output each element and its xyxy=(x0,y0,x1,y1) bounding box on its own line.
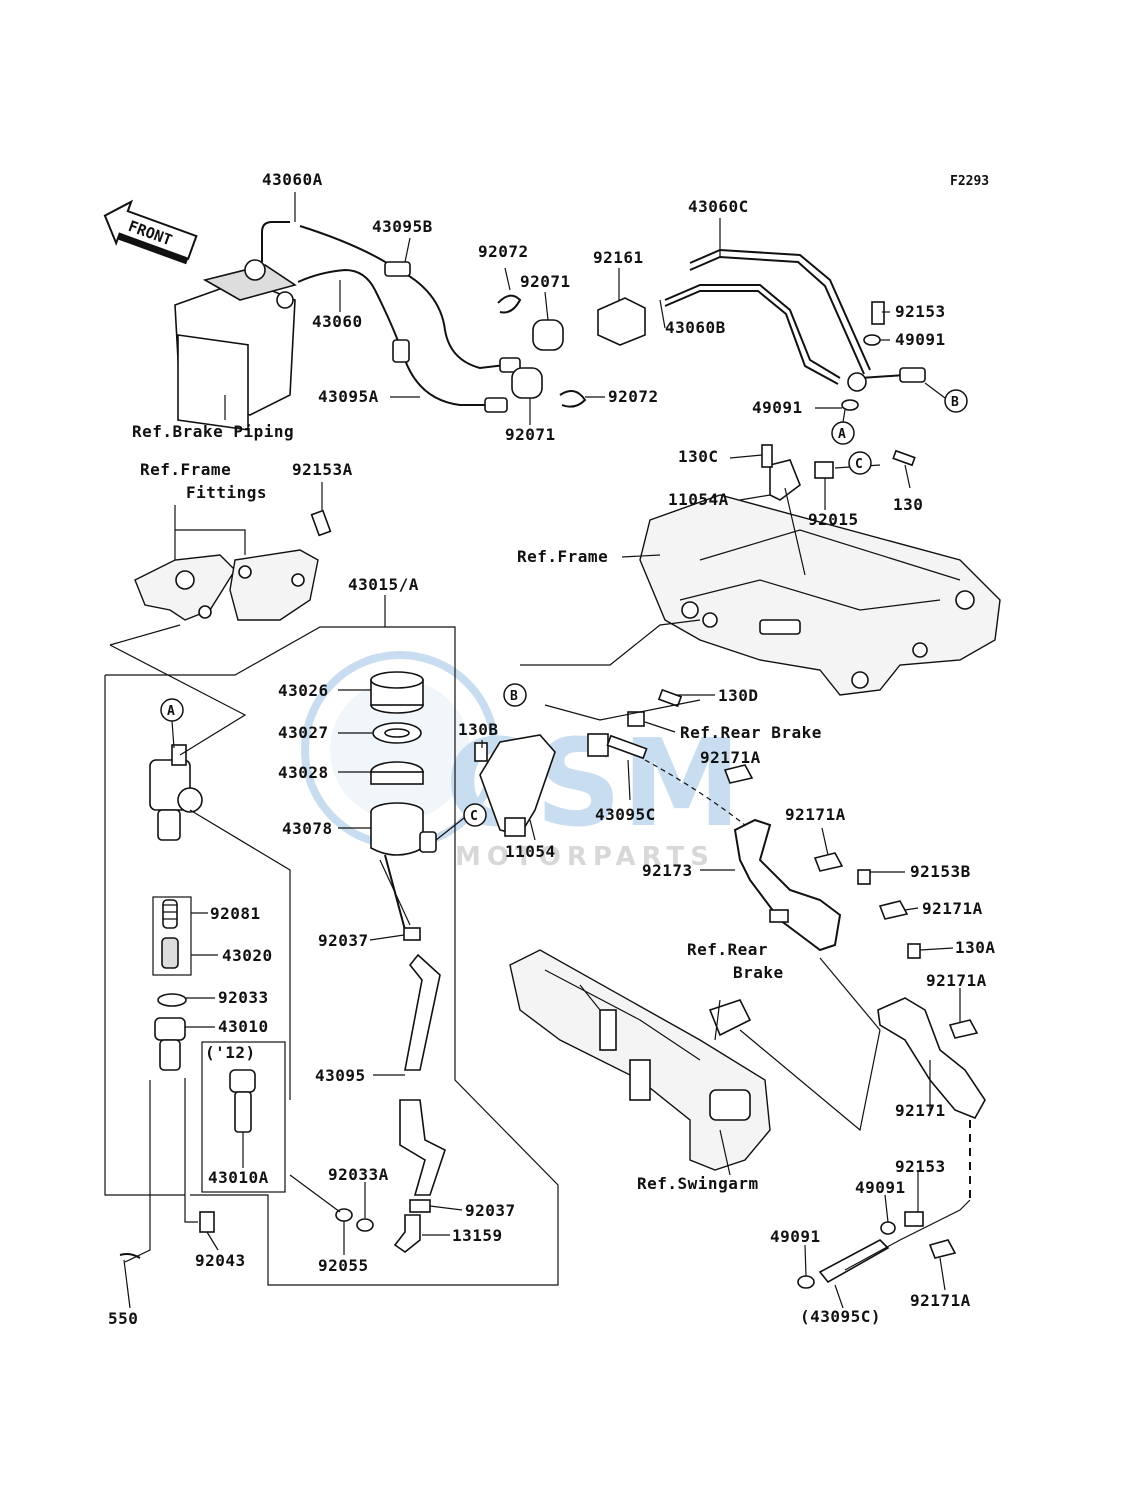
label-43078: 43078 xyxy=(282,819,333,838)
label-550: 550 xyxy=(108,1309,138,1328)
label-year-12: ('12) xyxy=(205,1043,256,1062)
label-92153B: 92153B xyxy=(910,862,971,881)
label-92171A-4: 92171A xyxy=(926,971,987,990)
label-13159: 13159 xyxy=(452,1226,503,1245)
upper-hoses xyxy=(297,225,926,413)
label-43010A: 43010A xyxy=(208,1168,269,1187)
label-49091-bottom: 49091 xyxy=(770,1227,821,1246)
label-92171A-5: 92171A xyxy=(910,1291,971,1310)
label-43060A: 43060A xyxy=(262,170,323,189)
svg-text:B: B xyxy=(951,395,959,410)
label-43095A: 43095A xyxy=(318,387,379,406)
watermark-small: MOTORPARTS xyxy=(455,842,715,872)
label-92033: 92033 xyxy=(218,988,269,1007)
label-ref-swingarm: Ref.Swingarm xyxy=(637,1174,759,1193)
label-43095C-paren: (43095C) xyxy=(800,1307,881,1326)
svg-text:A: A xyxy=(838,427,846,442)
label-49091-lower: 49091 xyxy=(855,1178,906,1197)
label-92153-top: 92153 xyxy=(895,302,946,321)
label-ref-brake-piping: Ref.Brake Piping xyxy=(132,422,294,441)
label-92072-top: 92072 xyxy=(478,242,529,261)
label-130: 130 xyxy=(893,495,923,514)
label-49091-top: 49091 xyxy=(895,330,946,349)
frame-assembly xyxy=(639,494,1001,696)
label-130B: 130B xyxy=(458,720,499,739)
label-92072-bottom: 92072 xyxy=(608,387,659,406)
brake-pedal-92171 xyxy=(877,997,986,1200)
label-92015: 92015 xyxy=(808,510,859,529)
marker-c-top: C xyxy=(848,451,872,475)
marker-b-top: B xyxy=(924,382,968,413)
leader-lines xyxy=(123,192,961,1309)
label-92173: 92173 xyxy=(642,861,693,880)
marker-a-top: A xyxy=(831,409,855,445)
label-130A: 130A xyxy=(955,938,996,957)
pushrod-43095c-lower xyxy=(797,1211,924,1289)
label-43015A: 43015/A xyxy=(348,575,419,594)
label-92171A-3: 92171A xyxy=(922,899,983,918)
label-92153-bottom: 92153 xyxy=(895,1157,946,1176)
label-ref-rear-brake-2a: Ref.Rear xyxy=(687,940,768,959)
label-92153A: 92153A xyxy=(292,460,353,479)
label-ref-frame: Ref.Frame xyxy=(517,547,608,566)
bracket-11054 xyxy=(474,688,746,837)
frame-fittings xyxy=(134,509,332,621)
label-92171: 92171 xyxy=(895,1101,946,1120)
label-ref-frame-fittings-1: Ref.Frame xyxy=(140,460,231,479)
reservoir xyxy=(335,671,446,1253)
label-ref-rear-brake-top: Ref.Rear Brake xyxy=(680,723,822,742)
label-43060B: 43060B xyxy=(665,318,726,337)
master-cylinder xyxy=(119,744,256,1259)
svg-text:A: A xyxy=(167,704,175,719)
label-11054: 11054 xyxy=(505,842,556,861)
front-arrow-icon: FRONT xyxy=(103,199,198,265)
label-ref-frame-fittings-2: Fittings xyxy=(186,483,267,502)
label-92071-top: 92071 xyxy=(520,272,571,291)
label-43026: 43026 xyxy=(278,681,329,700)
label-92081: 92081 xyxy=(210,904,261,923)
label-43027: 43027 xyxy=(278,723,329,742)
part-labels: 43060A 43095B 92072 92161 43060C 92071 4… xyxy=(108,170,996,1328)
label-92161: 92161 xyxy=(593,248,644,267)
swingarm xyxy=(509,949,771,1171)
label-43095C: 43095C xyxy=(595,805,656,824)
label-43060: 43060 xyxy=(312,312,363,331)
label-130D: 130D xyxy=(718,686,759,705)
label-130C: 130C xyxy=(678,447,719,466)
label-92171A-1: 92171A xyxy=(700,748,761,767)
label-49091-mid: 49091 xyxy=(752,398,803,417)
label-43020: 43020 xyxy=(222,946,273,965)
label-43095B: 43095B xyxy=(372,217,433,236)
label-92037-top: 92037 xyxy=(318,931,369,950)
label-43095: 43095 xyxy=(315,1066,366,1085)
label-92033A: 92033A xyxy=(328,1165,389,1184)
abs-unit xyxy=(174,221,297,431)
marker-b-mid: B xyxy=(503,683,527,707)
svg-text:B: B xyxy=(510,689,518,704)
svg-text:C: C xyxy=(470,809,478,824)
label-43060C: 43060C xyxy=(688,197,749,216)
label-43028: 43028 xyxy=(278,763,329,782)
brake-rod-92173 xyxy=(733,818,842,952)
marker-a-left: A xyxy=(160,698,184,749)
label-92171A-2: 92171A xyxy=(785,805,846,824)
guide-lines xyxy=(104,487,971,1286)
label-ref-rear-brake-2b: Brake xyxy=(733,963,784,982)
label-92043: 92043 xyxy=(195,1251,246,1270)
clips-92171a xyxy=(723,764,979,1259)
marker-c-mid: C xyxy=(435,803,487,841)
svg-text:C: C xyxy=(855,457,863,472)
label-92055: 92055 xyxy=(318,1256,369,1275)
bracket-11054a xyxy=(761,444,916,501)
label-92037-bottom: 92037 xyxy=(465,1201,516,1220)
label-92071-bottom: 92071 xyxy=(505,425,556,444)
label-11054A: 11054A xyxy=(668,490,729,509)
diagram-code: F2293 xyxy=(950,174,989,189)
label-43010: 43010 xyxy=(218,1017,269,1036)
